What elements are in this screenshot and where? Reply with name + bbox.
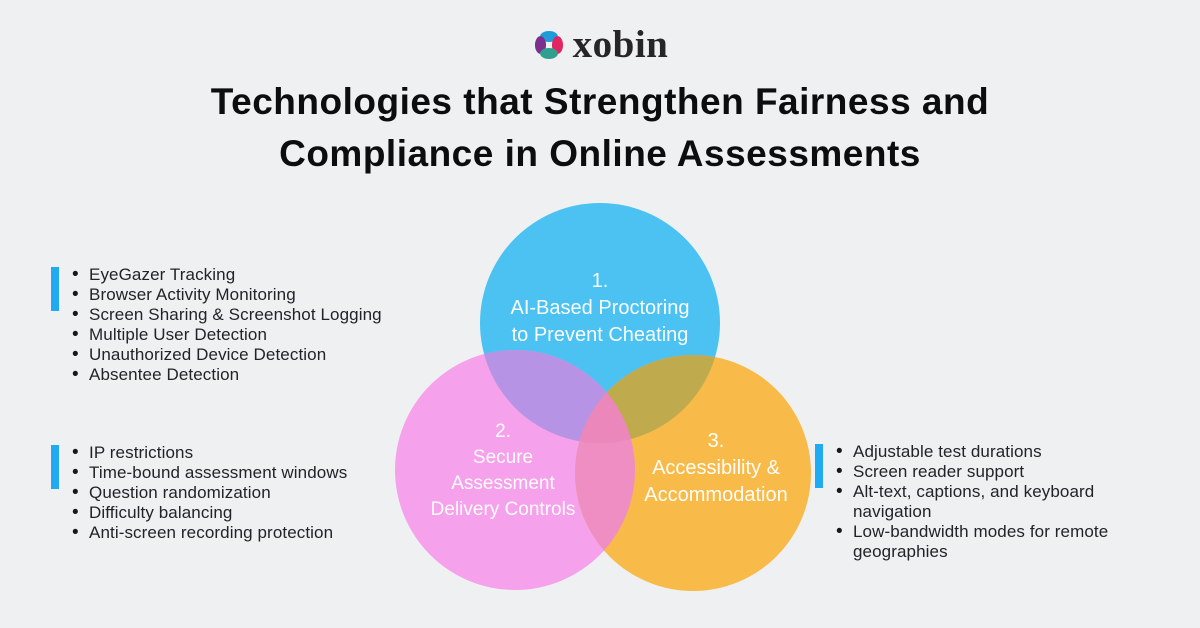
accent-bar: [51, 445, 59, 489]
venn-label-line: Secure: [472, 447, 534, 468]
accent-bar: [51, 267, 59, 311]
venn-label-line: AI-Based Proctoring: [510, 297, 690, 319]
list-item: Absentee Detection: [72, 365, 441, 385]
venn-label-line: Accommodation: [644, 484, 788, 506]
venn-label-proctoring: 1. AI-Based Proctoring to Prevent Cheati…: [440, 268, 760, 349]
venn-label-line: to Prevent Cheating: [511, 324, 689, 346]
page-title: Technologies that Strengthen Fairness an…: [0, 76, 1200, 180]
accessibility-feature-items: Adjustable test durations Screen reader …: [815, 442, 1150, 562]
venn-label-number: 3.: [707, 430, 725, 452]
venn-label-line: Assessment: [451, 473, 555, 494]
list-item: EyeGazer Tracking: [72, 265, 441, 285]
list-item: Unauthorized Device Detection: [72, 345, 441, 365]
logo-petal-bottom: [539, 47, 558, 60]
venn-label-number: 1.: [591, 270, 609, 292]
list-item: Browser Activity Monitoring: [72, 285, 441, 305]
title-line-1: Technologies that Strengthen Fairness an…: [210, 81, 990, 122]
xobin-logo-icon: [534, 30, 563, 60]
brand-logo: xobin: [0, 23, 1200, 66]
list-item: Difficulty balancing: [72, 503, 441, 523]
venn-label-accessibility: 3. Accessibility & Accommodation: [571, 428, 861, 509]
accent-bar: [815, 444, 823, 488]
list-item: Adjustable test durations: [836, 442, 1150, 462]
list-item: Time-bound assessment windows: [72, 463, 441, 483]
accessibility-feature-list: Adjustable test durations Screen reader …: [815, 442, 1150, 562]
list-item: Question randomization: [72, 483, 441, 503]
venn-overlap-blue-pink: [480, 350, 635, 443]
proctoring-feature-list: EyeGazer Tracking Browser Activity Monit…: [51, 265, 441, 385]
brand-name: xobin: [572, 23, 669, 66]
list-item: Multiple User Detection: [72, 325, 441, 345]
venn-label-secure-delivery: 2. Secure Assessment Delivery Controls: [393, 419, 613, 523]
list-item: Screen reader support: [836, 462, 1150, 482]
list-item: Alt-text, captions, and keyboard navigat…: [836, 482, 1150, 522]
venn-label-line: Accessibility &: [652, 457, 780, 479]
venn-label-line: Delivery Controls: [430, 499, 576, 520]
secure-delivery-feature-items: IP restrictions Time-bound assessment wi…: [51, 443, 441, 543]
secure-delivery-feature-list: IP restrictions Time-bound assessment wi…: [51, 443, 441, 543]
list-item: Screen Sharing & Screenshot Logging: [72, 305, 441, 325]
venn-label-number: 2.: [495, 421, 511, 442]
list-item: Low-bandwidth modes for remote geographi…: [836, 522, 1150, 562]
venn-overlap-blue-orange: [575, 355, 720, 443]
proctoring-feature-items: EyeGazer Tracking Browser Activity Monit…: [51, 265, 441, 385]
list-item: IP restrictions: [72, 443, 441, 463]
list-item: Anti-screen recording protection: [72, 523, 441, 543]
title-line-2: Compliance in Online Assessments: [279, 133, 921, 174]
